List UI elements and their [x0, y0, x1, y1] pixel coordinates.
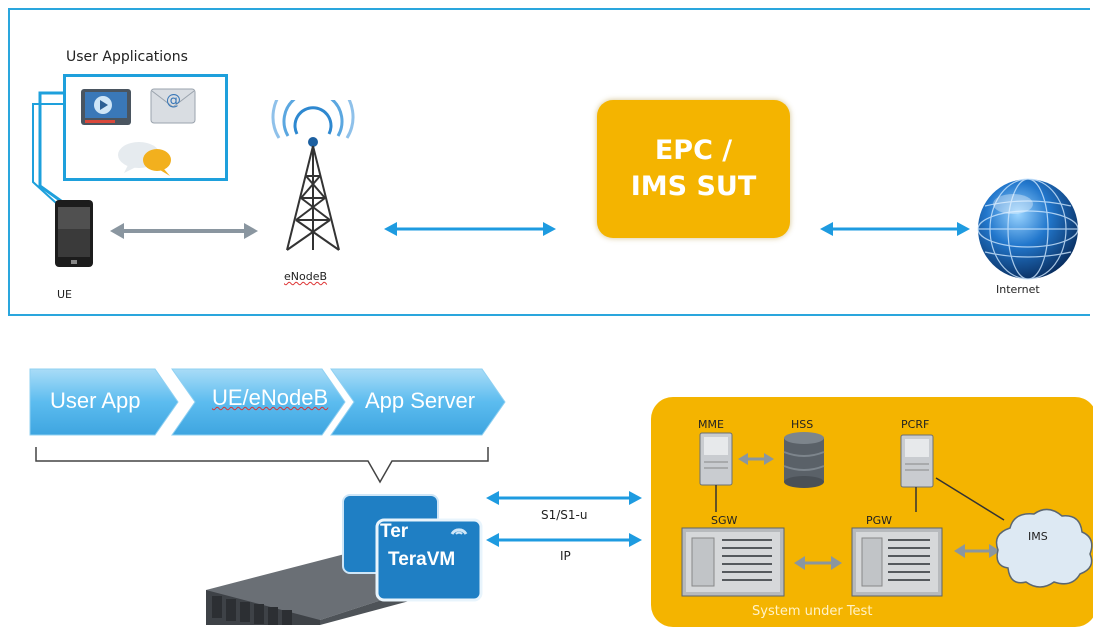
phone-apps-connector-inner: [32, 103, 67, 213]
pgw-ims-arrow: [954, 544, 1000, 558]
enodeb-epc-arrow: [384, 222, 556, 236]
s1-link-label: S1/S1-u: [541, 508, 588, 522]
ue-label: UE: [57, 288, 73, 301]
apps-icons: @: [81, 88, 196, 176]
sgw-pgw-arrow: [794, 556, 842, 570]
rack-server-icon: [206, 494, 483, 625]
cloud-icon: [995, 508, 1093, 588]
internet-label: Internet: [996, 283, 1040, 296]
video-player-icon: [81, 89, 131, 125]
phone-icon: [55, 200, 93, 267]
ip-link-label: IP: [560, 549, 571, 563]
chat-bubbles-icon: [118, 142, 171, 176]
chevron-user-app-label: User App: [50, 388, 141, 413]
pgw-label: PGW: [866, 514, 893, 527]
epc-internet-arrow: [820, 222, 970, 236]
chevron-user-app: [29, 368, 179, 436]
system-under-test-caption: System under Test: [752, 604, 873, 619]
epc-line2: IMS SUT: [630, 171, 757, 202]
sgw-label: SGW: [711, 514, 738, 527]
user-applications-label: User Applications: [66, 49, 188, 65]
user-applications-box: @: [63, 74, 228, 181]
svg-text:@: @: [166, 91, 181, 109]
mme-hss-arrow: [738, 453, 774, 465]
epc-line1: EPC /: [654, 135, 733, 166]
pgw-server-icon: [851, 527, 943, 597]
pcrf-label: PCRF: [901, 418, 930, 431]
chevron-ue-enodeb-label: UE/eNodeB: [212, 385, 329, 410]
email-icon: @: [150, 88, 196, 124]
pcrf-server-icon: [900, 434, 934, 488]
brace: [35, 447, 489, 484]
chevron-app-server: [330, 368, 506, 436]
epc-ims-sut-box: EPC / IMS SUT: [597, 100, 790, 238]
globe-icon: [977, 178, 1079, 280]
hss-database-icon: [783, 432, 825, 488]
ue-enodeb-arrow: [110, 223, 258, 239]
teravm-label: TeraVM: [388, 549, 456, 570]
sgw-server-icon: [681, 527, 785, 597]
chevron-app-server-label: App Server: [365, 388, 476, 413]
phone-apps-connector: [38, 91, 69, 208]
ims-label: IMS: [1028, 530, 1048, 543]
ip-link-arrow: [486, 533, 642, 547]
teravm-partial-label: Ter: [380, 521, 409, 542]
s1-link-arrow: [486, 491, 642, 505]
chevron-ue-enodeb: [171, 368, 346, 436]
pcrf-ims-line: [935, 477, 1005, 521]
hss-label: HSS: [791, 418, 814, 431]
enodeb-label: eNodeB: [284, 270, 328, 283]
cell-tower-icon: [271, 100, 355, 251]
mme-label: MME: [698, 418, 724, 431]
mme-server-icon: [699, 432, 733, 486]
teravm-front-tile: [375, 518, 483, 602]
